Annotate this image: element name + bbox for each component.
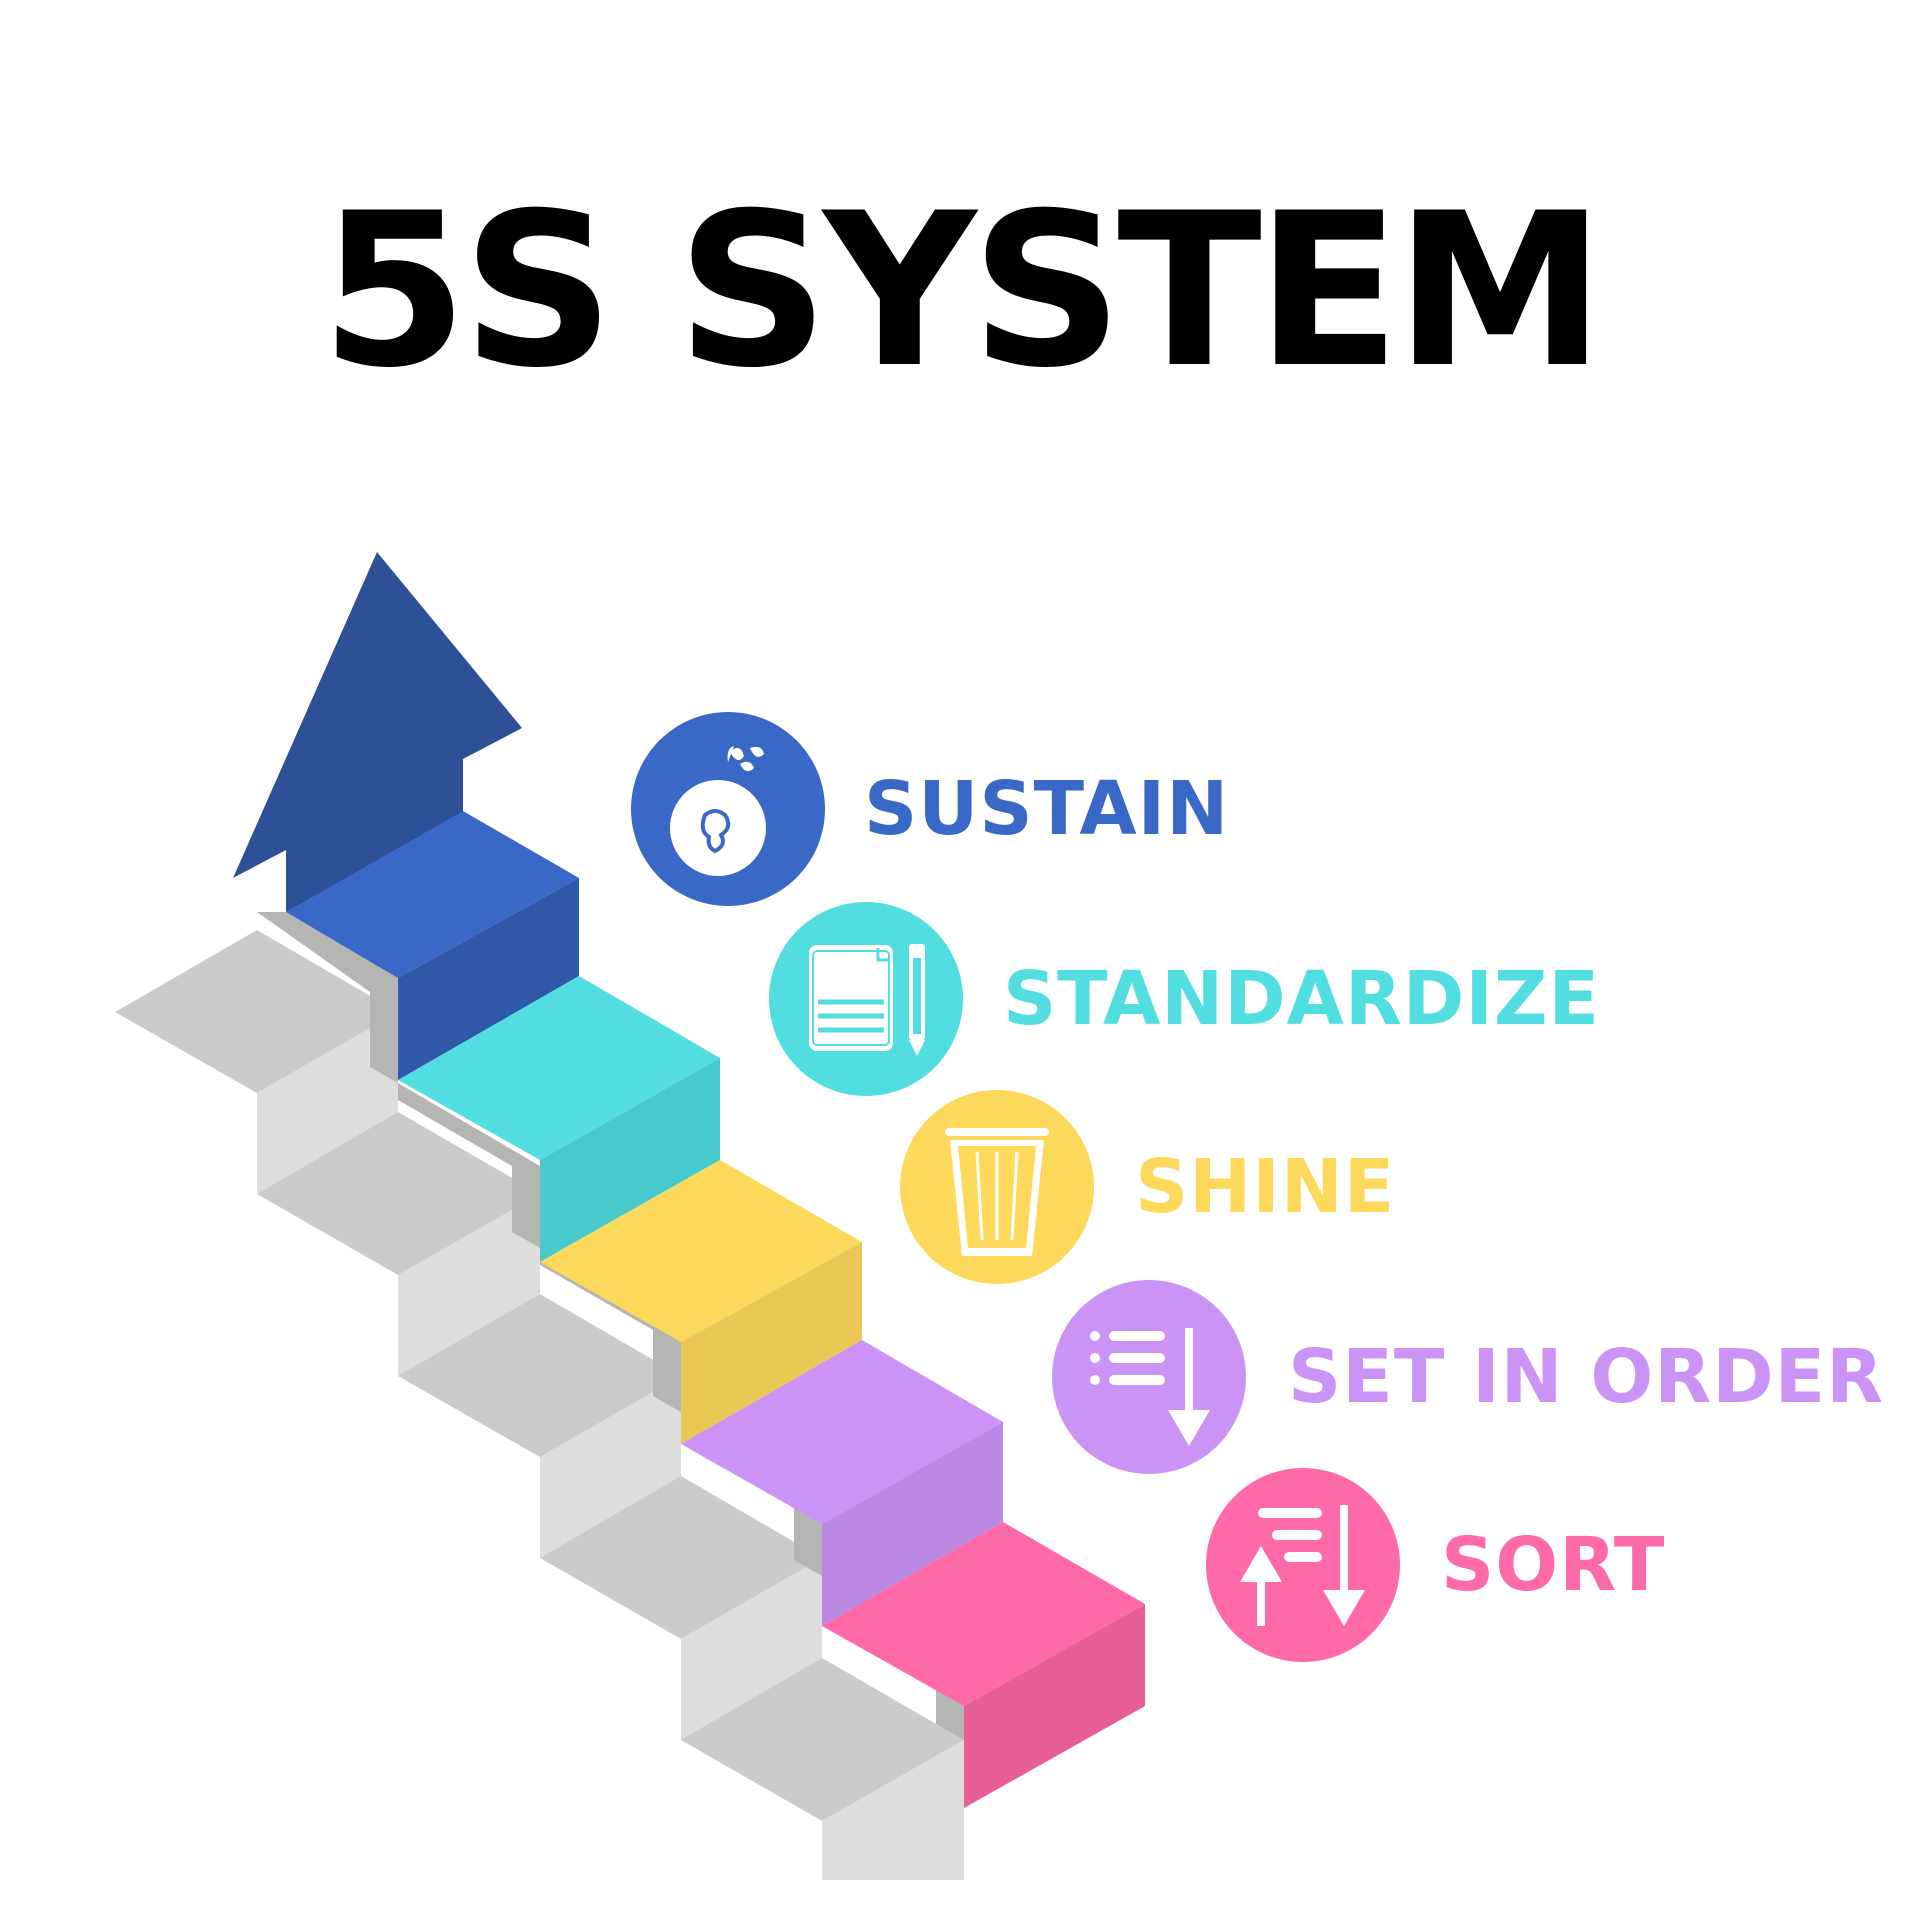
step-label-sort: SORT	[1441, 1522, 1666, 1608]
step-label-set-in-order: SET IN ORDER	[1288, 1334, 1885, 1420]
list-sort-down-icon	[1052, 1280, 1246, 1474]
step-standardize	[398, 976, 720, 1262]
page-title: 5S SYSTEM	[320, 167, 1605, 414]
step-label-standardize: STANDARDIZE	[1003, 956, 1601, 1042]
grey-staircase	[115, 912, 964, 1880]
step-label-sustain: SUSTAIN	[864, 766, 1230, 852]
step-sort	[822, 1522, 1145, 1808]
trash-bin-icon	[900, 1090, 1094, 1284]
globe-leaves-icon	[631, 712, 825, 906]
step-label-shine: SHINE	[1135, 1144, 1396, 1230]
document-pencil-icon	[769, 902, 963, 1096]
step-set-in-order	[681, 1340, 1003, 1626]
sort-up-down-icon	[1206, 1468, 1400, 1662]
step-sustain	[286, 811, 579, 1080]
step-shine	[540, 1160, 862, 1444]
